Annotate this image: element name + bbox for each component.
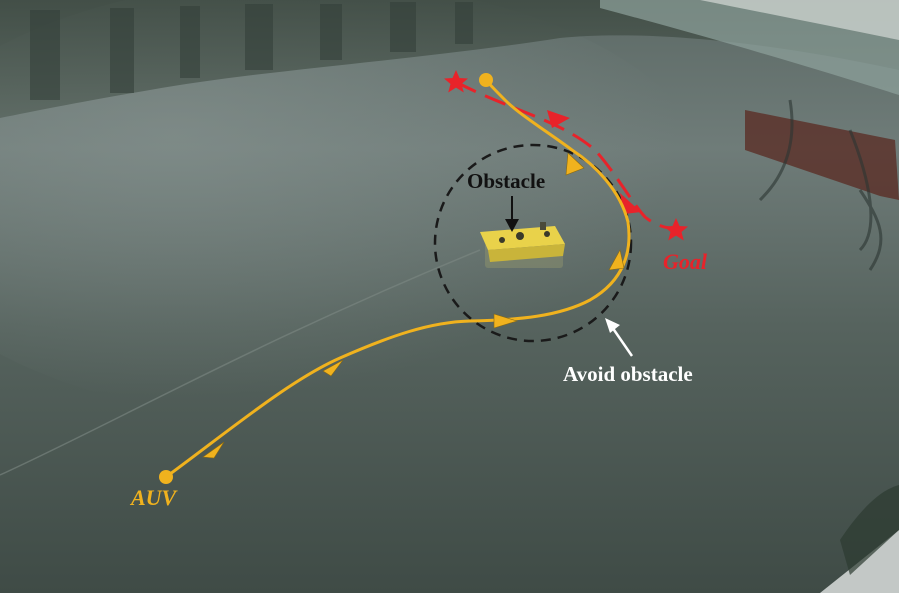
auv-start-circle-dot-icon — [159, 470, 173, 484]
plant-reflection — [840, 485, 899, 575]
tree-reflection — [758, 99, 883, 271]
auv-trajectory — [165, 79, 631, 479]
obstacle-pointer-arrow — [505, 196, 519, 232]
auv-direction-markers — [202, 152, 625, 459]
red-structure-reflection — [745, 110, 899, 200]
tether-line — [0, 249, 481, 476]
start-star-icon — [444, 70, 468, 93]
avoid-pointer-arrow — [605, 318, 634, 357]
auv-label: AUV — [131, 485, 177, 510]
auv-end-circle-dot-icon — [479, 73, 493, 87]
planned-path-direction-markers — [547, 110, 641, 214]
reflection-columns — [30, 2, 473, 100]
avoid-obstacle-label: Avoid obstacle — [563, 362, 693, 386]
obstacle-label: Obstacle — [467, 169, 546, 193]
obstacle-vehicle — [480, 222, 565, 268]
bank-reflection — [0, 0, 899, 118]
obstacle-boundary-circle — [433, 143, 633, 343]
pool-edge-top — [700, 0, 899, 40]
goal-label: Goal — [663, 249, 707, 274]
goal-star-icon — [664, 218, 688, 241]
